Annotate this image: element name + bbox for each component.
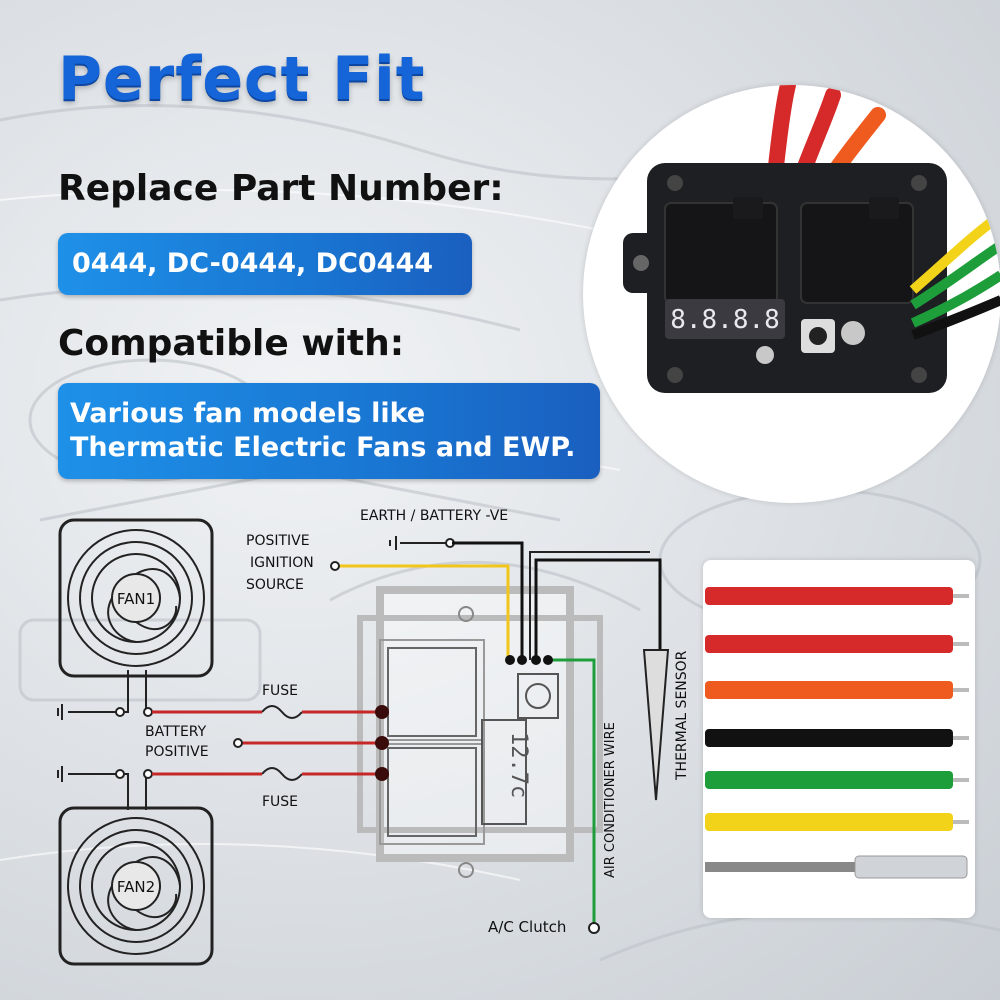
fan1-label: FAN1	[117, 590, 155, 608]
wire-sample	[705, 729, 953, 747]
fan1-icon	[58, 518, 214, 678]
part-numbers-badge: 0444, DC-0444, DC0444	[58, 233, 472, 295]
wiring-diagram: FAN1 FAN2 EARTH / BATTERY -VE POSITIVE I…	[57, 508, 690, 966]
earth-label: EARTH / BATTERY -VE	[360, 508, 508, 524]
sensor-cable	[705, 862, 855, 872]
compatible-heading: Compatible with:	[58, 323, 405, 364]
battery-label-2: POSITIVE	[145, 744, 209, 760]
compatible-line-2: Thermatic Electric Fans and EWP.	[70, 432, 576, 463]
ac-clutch-label: A/C Clutch	[488, 918, 566, 936]
compatible-line-1: Various fan models like	[70, 398, 426, 429]
fuse-bottom-label: FUSE	[262, 794, 298, 810]
controller-module	[357, 586, 603, 878]
ac-wire-label: AIR CONDITIONER WIRE	[603, 722, 618, 878]
fuse-top-label: FUSE	[262, 683, 298, 699]
wire-sample	[705, 771, 953, 789]
ignition-label-2: IGNITION	[250, 555, 314, 571]
wire-sample	[705, 587, 953, 605]
headline: Perfect Fit	[58, 44, 426, 114]
ignition-label-3: SOURCE	[246, 577, 304, 593]
thermal-sensor-label: THERMAL SENSOR	[674, 650, 690, 781]
ignition-label-1: POSITIVE	[246, 533, 310, 549]
sensor-probe	[854, 855, 968, 879]
battery-label-1: BATTERY	[145, 724, 207, 740]
wire-sample	[705, 681, 953, 699]
replace-heading: Replace Part Number:	[58, 168, 504, 209]
fan2-icon	[58, 806, 214, 966]
wire-sample	[705, 635, 953, 653]
compatible-badge: Various fan models like Thermatic Electr…	[58, 383, 600, 479]
controller-image: 8.8.8.8	[623, 85, 1000, 393]
controller-display: 8.8.8.8	[670, 305, 780, 335]
module-display: 12.7c	[506, 732, 531, 798]
product-photo: 8.8.8.8	[583, 85, 1000, 503]
fan2-label: FAN2	[117, 878, 155, 896]
wire-sample	[705, 813, 953, 831]
wire-samples	[705, 587, 969, 879]
wire-samples-panel	[703, 560, 975, 918]
